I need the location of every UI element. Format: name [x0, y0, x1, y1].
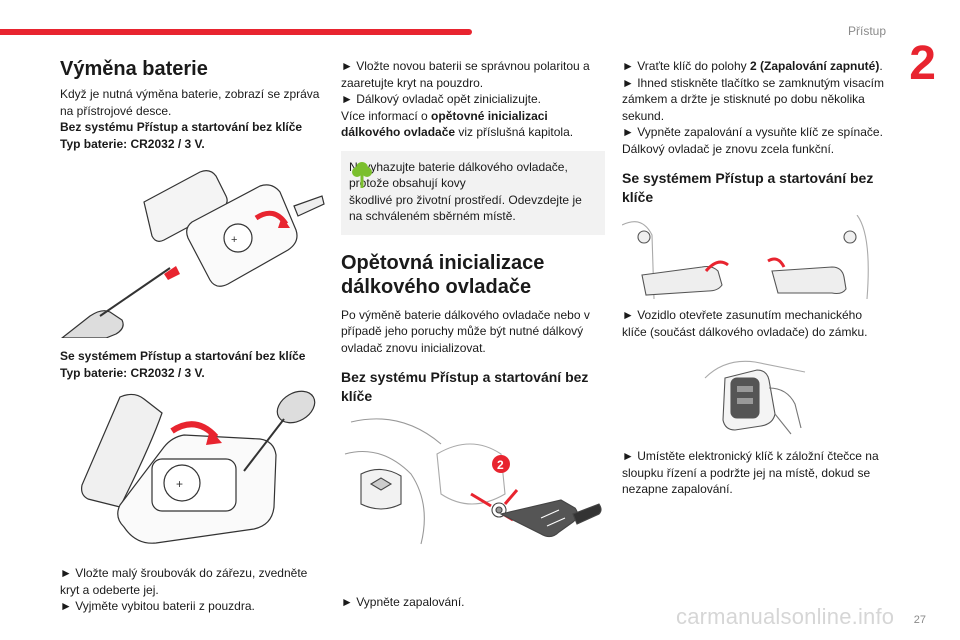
section-label: Přístup [847, 24, 886, 38]
more-info-prefix: Více informací o [341, 108, 432, 123]
header-accent-bar [0, 29, 472, 35]
result-text: Dálkový ovladač je znovu zcela funkční. [622, 141, 835, 156]
section-title-battery: Výměna baterie [60, 58, 208, 80]
step-open-vehicle: ► Vozidlo otevřete zasunutím mechanickéh… [622, 308, 868, 339]
key-position-prefix: ► Vraťte klíč do polohy [622, 59, 750, 73]
key-battery-illustration-a: + [61, 170, 325, 338]
callout-circle [492, 455, 510, 473]
more-info-text: Více informací o opětovné inicializaci d… [341, 108, 605, 141]
reinit-para: Po výměně baterie dálkového ovladače neb… [341, 307, 590, 355]
svg-text:+: + [231, 234, 237, 246]
intro-text: Když je nutná výměna baterie, zobrazí se… [60, 87, 320, 118]
battery-type-b: Typ baterie: CR2032 / 3 V. [60, 365, 205, 380]
section-title-reinit: Opětovná inicializace dálkového ovladače [341, 251, 545, 298]
note-line-1: Nevyhazujte baterie dálkového ovladače, … [349, 159, 568, 191]
battery-type-a: Typ baterie: CR2032 / 3 V. [60, 136, 205, 151]
backup-reader-illustration [704, 360, 805, 435]
callout-number: 2 [497, 458, 504, 472]
svg-text:+: + [176, 477, 183, 491]
step-place-key: ► Umístěte elektronický klíč k záložní č… [622, 449, 879, 496]
step-press-lock: ► Ihned stiskněte tlačítko se zamknutým … [622, 75, 884, 123]
more-info-bold: opětovné inicializaci dálkového ovladače [341, 108, 548, 140]
ignition-key-illustration: 2 [344, 418, 602, 545]
step-ignition-off: ► Vypněte zapalování. [341, 595, 465, 609]
column-3: ► Vraťte klíč do polohy 2 (Zapalování za… [622, 58, 887, 498]
subtitle-without-keyless: Bez systému Přístup a startování bez klí… [341, 369, 589, 404]
environment-note: Nevyhazujte baterie dálkového ovladače, … [341, 150, 605, 235]
key-battery-illustration-b: + [81, 390, 316, 544]
key-position-suffix: . [879, 59, 883, 73]
step-key-position: ► Vraťte klíč do polohy 2 (Zapalování za… [622, 58, 887, 75]
column-2: ► Vložte novou baterii se správnou polar… [341, 58, 605, 611]
step-insert-screwdriver: ► Vložte malý šroubovák do zářezu, zvedn… [60, 566, 308, 597]
door-key-illustration [622, 215, 887, 299]
step-insert-new-battery: ► Vložte novou baterii se správnou polar… [341, 59, 590, 90]
key-position-bold: 2 (Zapalování zapnuté) [750, 59, 880, 73]
step-remove-battery: ► Vyjměte vybitou baterii z pouzdra. [60, 599, 255, 613]
more-info-suffix: viz příslušná kapitola. [455, 125, 574, 139]
leaf-icon [352, 161, 372, 188]
page-number: 27 [913, 614, 926, 626]
variant-without-keyless: Bez systému Přístup a startování bez klí… [60, 120, 303, 134]
step-reinit-remote: ► Dálkový ovladač opět zinicializujte. [341, 92, 541, 106]
watermark: carmanualsonline.info [676, 604, 895, 629]
chapter-number: 2 [909, 37, 936, 90]
column-1: Výměna baterie Když je nutná výměna bate… [60, 58, 326, 615]
step-remove-key: ► Vypněte zapalování a vysuňte klíč ze s… [622, 125, 883, 139]
note-line-2: škodlivé pro životní prostředí. Odevzdej… [349, 192, 582, 224]
variant-with-keyless: Se systémem Přístup a startování bez klí… [60, 349, 306, 363]
subtitle-with-keyless: Se systémem Přístup a startování bez klí… [622, 170, 874, 205]
